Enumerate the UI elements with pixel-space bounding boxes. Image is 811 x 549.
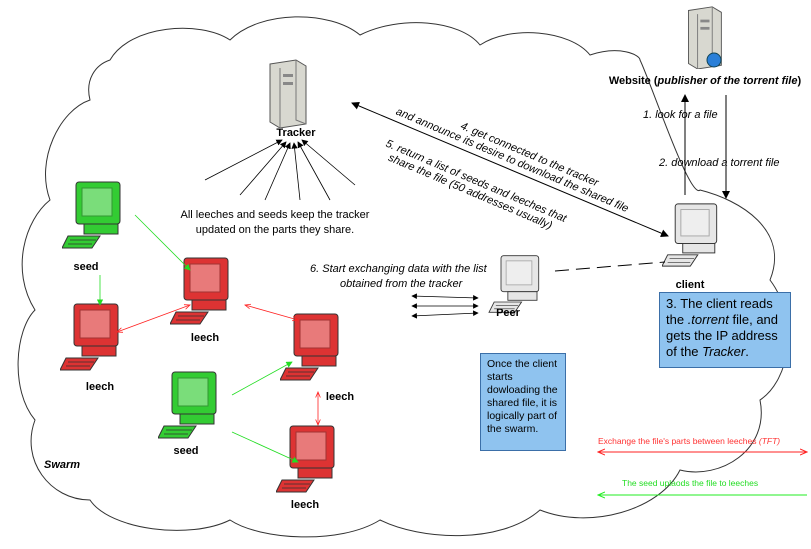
leech-label: leech bbox=[291, 499, 319, 511]
tracker-label: Tracker bbox=[276, 127, 316, 139]
peer-label: Peer bbox=[496, 307, 521, 319]
leech-computer-icon bbox=[170, 257, 229, 325]
website-label: Website (publisher of the torrent file) bbox=[609, 75, 802, 87]
seed-upload-arrows bbox=[96, 214, 299, 463]
leech-computer-icon bbox=[280, 313, 339, 381]
leech-computer-icon bbox=[276, 425, 335, 493]
seed-computer-icon bbox=[158, 371, 217, 439]
step-1-label: 1. look for a file bbox=[643, 109, 718, 121]
step-6-line2: obtained from the tracker bbox=[340, 278, 464, 290]
step-6-line1: 6. Start exchanging data with the list bbox=[310, 263, 488, 275]
leech-label: leech bbox=[191, 332, 219, 344]
peer-computer-icon bbox=[488, 255, 540, 313]
seed-computer-icon bbox=[62, 181, 121, 249]
peer-exchange-arrows bbox=[411, 293, 479, 319]
leech-label: leech bbox=[326, 391, 354, 403]
client-reads-torrent-note: 3. The client reads the .torrent file, a… bbox=[659, 292, 791, 368]
tracker-note-line1: All leeches and seeds keep the tracker bbox=[181, 209, 370, 221]
client-label: client bbox=[676, 279, 705, 291]
step-2-label: 2. download a torrent file bbox=[658, 157, 779, 169]
leech-computer-icon bbox=[60, 303, 119, 371]
swarm-label: Swarm bbox=[44, 459, 80, 471]
client-computer-icon bbox=[662, 203, 718, 267]
tracker-client-arrow bbox=[351, 102, 669, 237]
swarm-cloud bbox=[17, 16, 789, 538]
tracker-update-arrows bbox=[204, 139, 356, 201]
peer-client-dashed-line bbox=[554, 261, 666, 272]
seed-label: seed bbox=[173, 445, 198, 457]
globe-icon bbox=[706, 52, 722, 68]
seed-label: seed bbox=[73, 261, 98, 273]
leech-exchange-arrows bbox=[117, 305, 318, 425]
legend-red-text: Exchange the file's parts between leeche… bbox=[598, 436, 780, 446]
legend-green-text: The seed uplaods the file to leeches bbox=[622, 478, 758, 488]
tracker-server-icon bbox=[269, 59, 307, 128]
client-joins-swarm-note: Once the client starts dowloading the sh… bbox=[480, 353, 566, 451]
tracker-note-line2: updated on the parts they share. bbox=[196, 224, 354, 236]
leech-label: leech bbox=[86, 381, 114, 393]
